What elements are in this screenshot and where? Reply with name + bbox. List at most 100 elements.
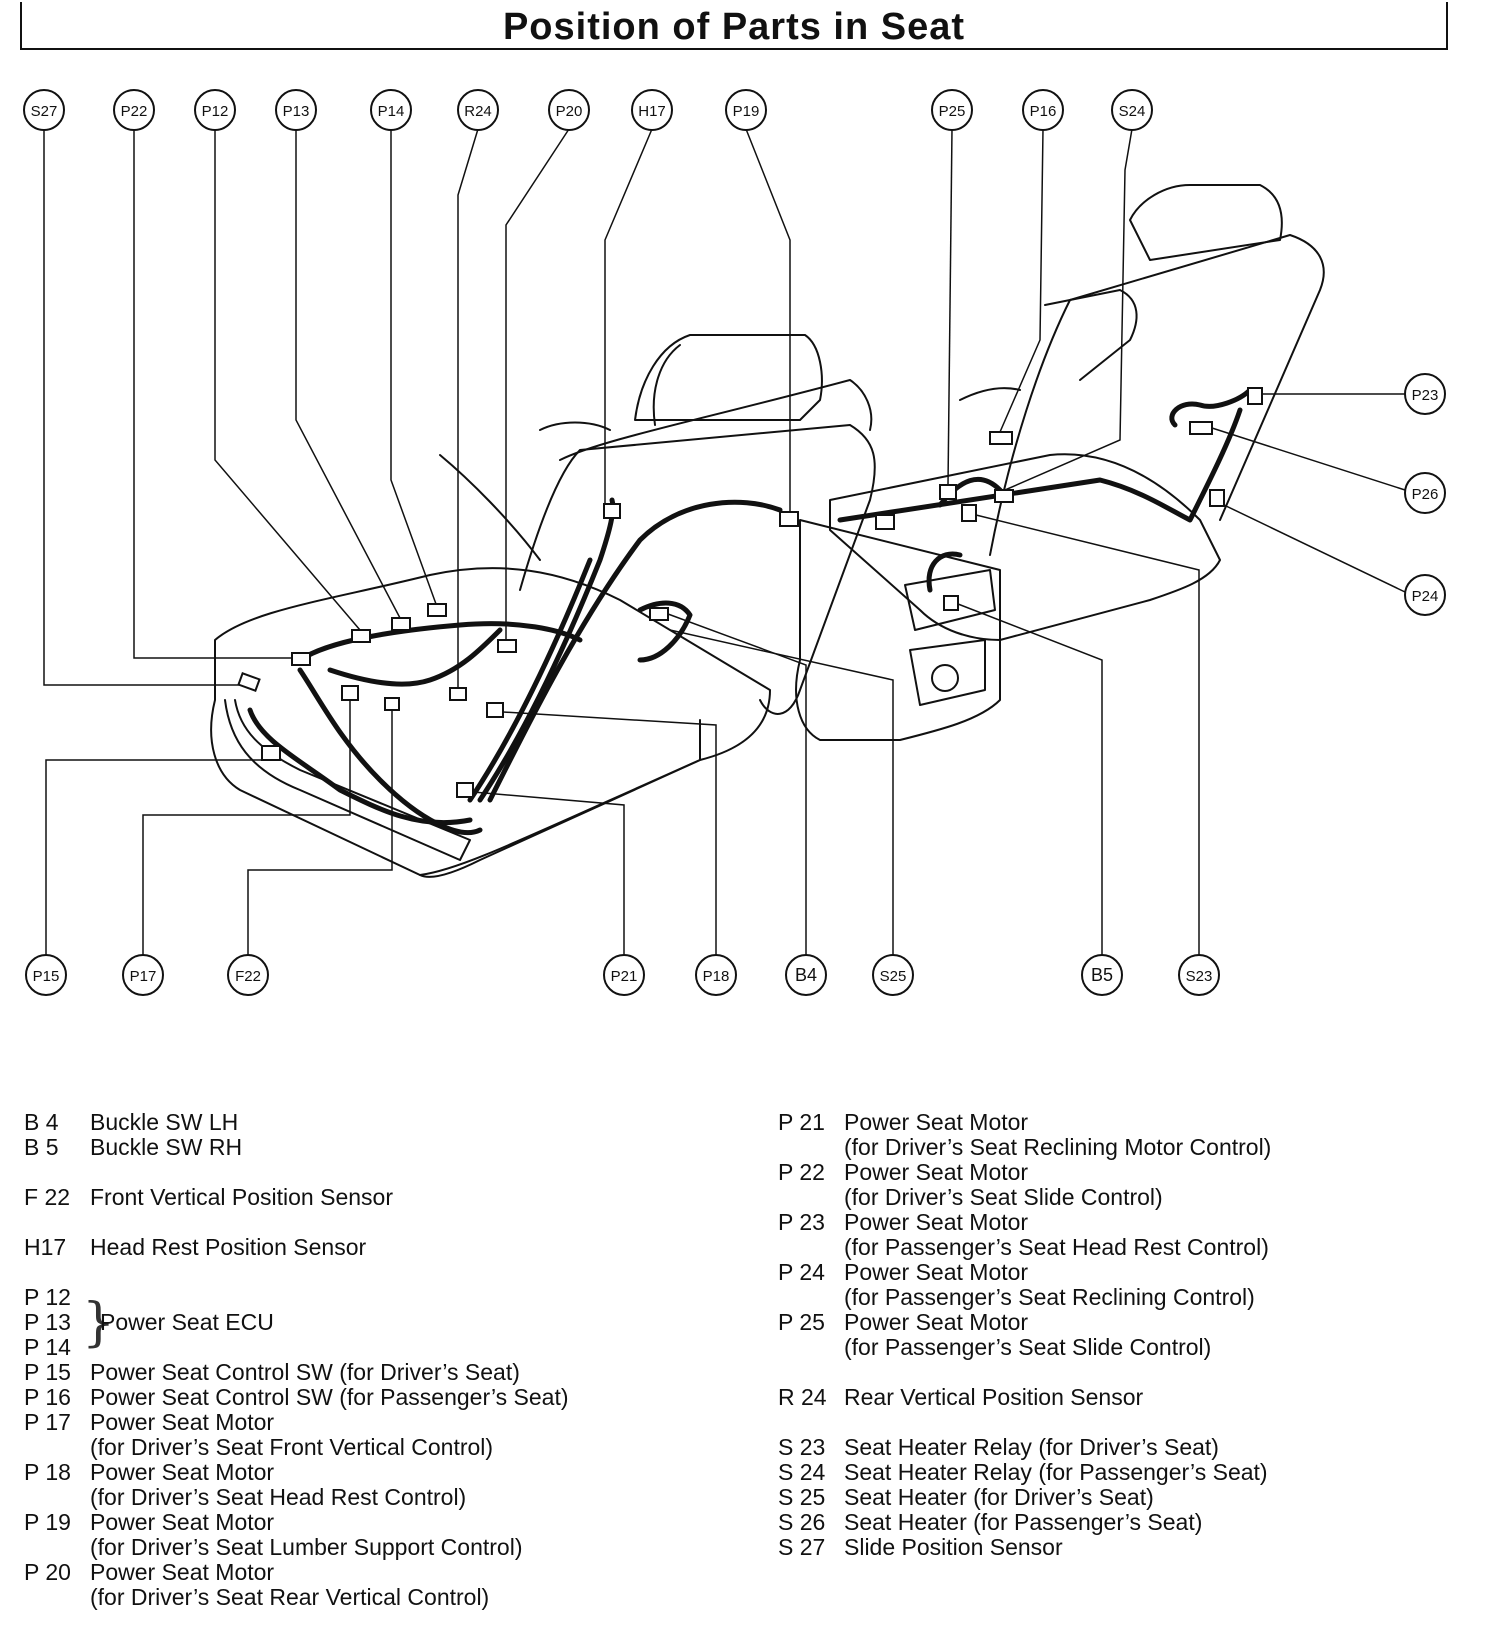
- connector-s24: [994, 489, 1014, 503]
- passenger-side: [959, 387, 1021, 401]
- callout-circle: [1404, 574, 1446, 616]
- callout-circle: [122, 954, 164, 996]
- callout-code: P21: [611, 968, 638, 985]
- callout-p23: P23: [1404, 373, 1446, 415]
- callout-circle: [931, 89, 973, 131]
- callout-circle: [603, 954, 645, 996]
- callout-circle: [695, 954, 737, 996]
- connector-p25: [939, 484, 957, 500]
- connectors: [237, 387, 1263, 798]
- callout-p17: P17: [122, 954, 164, 996]
- driver-seat-cushion-side: [224, 699, 471, 861]
- callout-p19: P19: [725, 89, 767, 131]
- callout-circle: [194, 89, 236, 131]
- callout-circle: [1404, 472, 1446, 514]
- callout-circle: [370, 89, 412, 131]
- brace-icon: }: [82, 1292, 116, 1353]
- callout-code: H17: [638, 103, 666, 120]
- callout-circle: [631, 89, 673, 131]
- wire-harness: [247, 387, 1253, 836]
- callout-circle: [457, 89, 499, 131]
- connector-p16: [989, 431, 1013, 445]
- callout-code: B5: [1091, 965, 1113, 985]
- leader-lines: [43, 128, 1406, 955]
- callout-circle: [113, 89, 155, 131]
- callout-code: P23: [1412, 387, 1439, 404]
- center-console: [795, 519, 1001, 741]
- callout-p26: P26: [1404, 472, 1446, 514]
- console-panel: [904, 569, 996, 631]
- callout-p25: P25: [931, 89, 973, 131]
- connector-h17: [603, 503, 621, 519]
- console-knob: [931, 664, 959, 692]
- callout-circle: [23, 89, 65, 131]
- connector-p13: [391, 617, 411, 631]
- driver-seat-cushion-front: [419, 719, 701, 876]
- passenger-seatback: [989, 234, 1325, 556]
- callout-code: R24: [464, 103, 492, 120]
- callout-code: P20: [556, 103, 583, 120]
- connector-b5: [943, 595, 959, 611]
- callout-p14: P14: [370, 89, 412, 131]
- callout-p22: P22: [113, 89, 155, 131]
- driver-headrest: [634, 334, 823, 421]
- callout-code: S27: [31, 103, 58, 120]
- connector-f22: [384, 697, 400, 711]
- connector-p18: [486, 702, 504, 718]
- callout-circle: [548, 89, 590, 131]
- callout-code: P15: [33, 968, 60, 985]
- callout-code: P22: [121, 103, 148, 120]
- callout-h17: H17: [631, 89, 673, 131]
- connector-p19: [779, 511, 799, 527]
- driver-seatback: [519, 424, 876, 715]
- console-panel-lower: [909, 639, 986, 706]
- page-title: Position of Parts in Seat: [502, 6, 966, 48]
- callout-code: P25: [939, 103, 966, 120]
- callout-circle: [25, 954, 67, 996]
- callout-code: S23: [1186, 968, 1213, 985]
- passenger-seatback-inner: [1044, 289, 1138, 381]
- callout-code: P17: [130, 968, 157, 985]
- callout-circle: [1081, 954, 1123, 996]
- callout-code: P24: [1412, 588, 1439, 605]
- callout-s27: S27: [23, 89, 65, 131]
- callout-code: P13: [283, 103, 310, 120]
- callout-p20: P20: [548, 89, 590, 131]
- callout-code: F22: [235, 968, 261, 985]
- callout-p13: P13: [275, 89, 317, 131]
- driver-seatback-top: [559, 379, 873, 461]
- callout-p15: P15: [25, 954, 67, 996]
- connector-r24: [449, 687, 467, 701]
- callout-circle: [275, 89, 317, 131]
- callout-circle: [1111, 89, 1153, 131]
- callout-circle: [725, 89, 767, 131]
- callout-b5: B5: [1081, 954, 1123, 996]
- connector-p26: [1189, 421, 1213, 435]
- passenger-headrest: [1129, 184, 1283, 261]
- callout-code: P19: [733, 103, 760, 120]
- callout-p18: P18: [695, 954, 737, 996]
- callout-code: P16: [1030, 103, 1057, 120]
- callout-p24: P24: [1404, 574, 1446, 616]
- callout-code: S25: [880, 968, 907, 985]
- callout-circle: [872, 954, 914, 996]
- callout-code: P26: [1412, 486, 1439, 503]
- connector-p23: [1247, 387, 1263, 405]
- callout-b4: B4: [785, 954, 827, 996]
